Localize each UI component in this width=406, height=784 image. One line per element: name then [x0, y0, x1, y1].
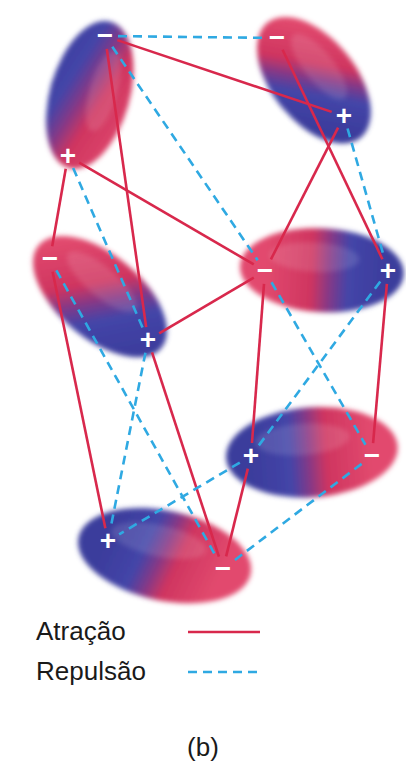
repulsion-line — [272, 282, 366, 444]
molecule-shape — [38, 13, 142, 177]
repulsion-line — [56, 270, 216, 557]
molecule-body — [235, 0, 393, 164]
molecule-shape — [249, 9, 379, 152]
molecule-highlight — [269, 240, 361, 274]
molecule-highlight — [79, 47, 129, 135]
molecule-body — [223, 401, 401, 503]
legend-label: Atração — [36, 616, 126, 646]
charge-sign: − — [42, 245, 58, 273]
attraction-line — [226, 469, 248, 557]
charge-sign: − — [215, 555, 231, 583]
repulsion-line — [259, 281, 381, 445]
repulsion-line — [112, 47, 257, 261]
dipole-molecule: +− — [70, 500, 259, 611]
repulsion-line — [348, 128, 385, 258]
dipole-molecule: −+ — [232, 220, 406, 320]
molecule-body — [31, 11, 150, 179]
charge-sign: + — [140, 326, 156, 354]
legend-label: Repulsão — [36, 656, 146, 686]
molecule-highlight — [109, 515, 210, 566]
attraction-line — [271, 128, 338, 260]
repulsion-line — [233, 464, 361, 561]
attraction-line — [373, 284, 387, 443]
figure-caption: (b) — [0, 732, 406, 763]
legend-entry: Atração — [36, 616, 126, 647]
dipole-molecule: −+ — [249, 9, 379, 152]
attraction-line — [283, 50, 383, 260]
charge-sign: − — [269, 24, 285, 52]
attraction-line — [159, 278, 254, 334]
attraction-line — [53, 272, 106, 529]
attraction-line — [107, 49, 146, 327]
charge-sign: − — [97, 22, 113, 50]
charge-sign: + — [60, 142, 76, 170]
charge-sign: + — [336, 102, 352, 130]
molecule-highlight — [254, 420, 351, 458]
dipole-molecule: −+ — [38, 13, 142, 177]
charge-sign: + — [100, 527, 116, 555]
repulsion-line — [111, 353, 146, 529]
charge-sign: − — [364, 442, 380, 470]
attraction-line — [79, 163, 254, 265]
dipole-molecule: +− — [218, 399, 406, 506]
charge-sign: + — [243, 442, 259, 470]
attraction-sample — [186, 627, 262, 637]
attraction-line — [152, 352, 219, 556]
attraction-line — [117, 40, 331, 112]
repulsion-line — [119, 463, 240, 535]
molecule-shape — [70, 500, 259, 611]
molecule-highlight — [282, 25, 356, 107]
dipole-molecule: −+ — [25, 228, 175, 365]
molecule-body — [12, 213, 189, 380]
molecule-body — [238, 224, 406, 316]
attraction-line — [52, 169, 66, 246]
molecule-body — [70, 494, 261, 619]
legend-entry: Repulsão — [36, 656, 146, 687]
repulsion-line — [73, 168, 143, 328]
charge-sign: + — [380, 257, 396, 285]
repulsion-sample — [186, 667, 262, 677]
repulsion-line — [118, 36, 264, 38]
charge-sign: − — [257, 257, 273, 285]
molecule-highlight — [59, 243, 145, 322]
attraction-line — [252, 284, 264, 443]
